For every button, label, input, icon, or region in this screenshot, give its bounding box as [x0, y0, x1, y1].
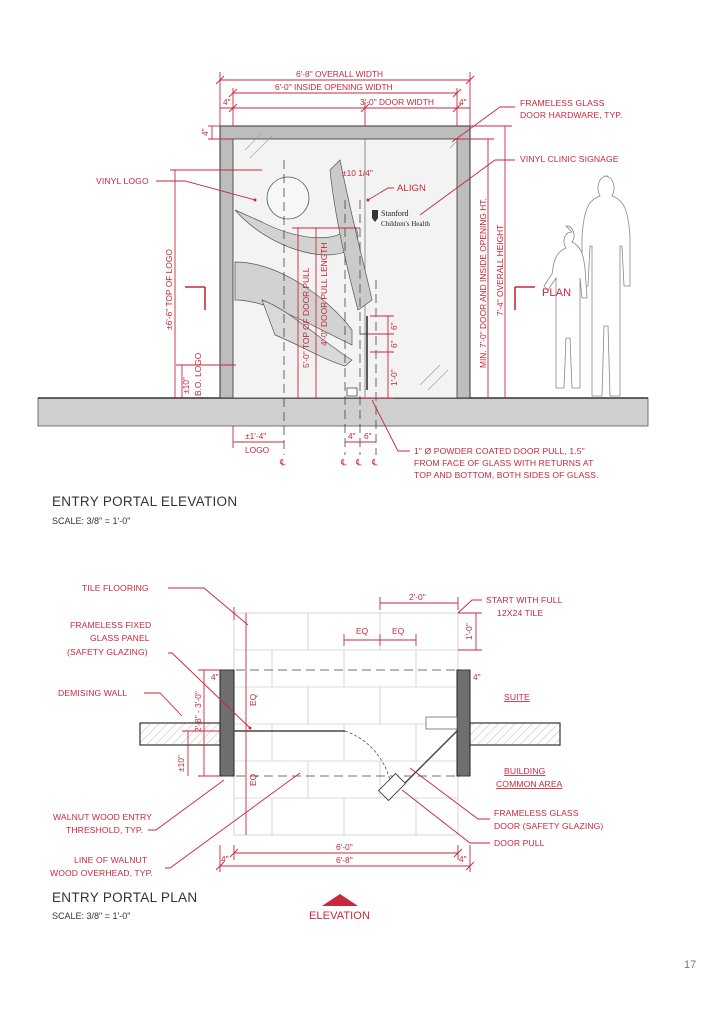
centerline-b: ℄	[340, 457, 347, 467]
plan-scale: SCALE: 3/8" = 1'-0"	[52, 911, 130, 921]
label-tile-flooring: TILE FLOORING	[82, 583, 149, 593]
plan-dim-stack: 2'-8" - 3'-0"	[193, 691, 203, 732]
dim-6-a: 6"	[389, 322, 399, 330]
centerline-c: ℄	[355, 457, 362, 467]
dim-4-d: 4"	[348, 431, 356, 441]
plan-dim-1ft: 1'-0"	[464, 623, 474, 640]
label-plan-marker: PLAN	[542, 287, 571, 299]
floor-slab	[37, 397, 649, 427]
label-glass-door-1: FRAMELESS GLASS	[494, 808, 579, 818]
label-fixed-panel-1: FRAMELESS FIXED	[70, 620, 151, 630]
right-dimensions	[362, 125, 512, 399]
dim-top-of-door-pull: 5'-0" TOP OF DOOR PULL	[301, 267, 311, 368]
top-dimensions	[208, 72, 475, 140]
elevation-marker-triangle	[322, 894, 358, 906]
label-building-2: COMMON AREA	[496, 779, 563, 789]
label-demising-wall: DEMISING WALL	[58, 688, 127, 698]
dim-plus-ten: ±10"	[181, 377, 191, 394]
bottom-dimensions	[232, 426, 376, 448]
dim-bo-logo: B.O. LOGO	[193, 352, 203, 396]
plan-dim-eq-d: EQ	[248, 773, 258, 786]
dim-4-a: 4"	[223, 97, 231, 107]
dim-door-width: 3'-0" DOOR WIDTH	[360, 97, 434, 107]
label-start-tile-1: START WITH FULL	[486, 595, 563, 605]
label-frameless-hardware-1: FRAMELESS GLASS	[520, 98, 605, 108]
label-fixed-panel-2: GLASS PANEL	[90, 633, 150, 643]
dim-6-b: 6"	[389, 340, 399, 348]
label-overhead-1: LINE OF WALNUT	[74, 855, 148, 865]
signage-line-1: Stanford	[381, 209, 409, 218]
plan-dim-4-d: 4"	[473, 672, 481, 682]
plan-dimensions	[182, 597, 482, 872]
label-door-pull-2: FROM FACE OF GLASS WITH RETURNS AT	[414, 458, 594, 468]
plan-dim-eq-a: EQ	[356, 626, 369, 636]
label-vinyl-logo: VINYL LOGO	[96, 176, 149, 186]
plan-dim-2ft: 2'-0"	[409, 592, 426, 602]
elevation-scale: SCALE: 3/8" = 1'-0"	[52, 516, 130, 526]
elevation-drawing: Stanford Children's Health	[37, 69, 649, 526]
dim-opening-height: MIN. 7'-0" DOOR AND INSIDE OPENING HT.	[478, 198, 488, 368]
plan-dim-4-c: 4"	[211, 672, 219, 682]
centerline-a: ℄	[279, 457, 286, 467]
dim-top-of-logo: ±6'-6" TOP OF LOGO	[164, 249, 174, 330]
clinic-signage: Stanford Children's Health	[372, 209, 430, 228]
plan-dim-6ft: 6'-0"	[336, 842, 353, 852]
plan-dim-eq-b: EQ	[392, 626, 405, 636]
label-frameless-hardware-2: DOOR HARDWARE, TYP.	[520, 110, 623, 120]
label-vinyl-signage: VINYL CLINIC SIGNAGE	[520, 154, 619, 164]
label-overhead-2: WOOD OVERHEAD, TYP.	[50, 868, 153, 878]
elevation-title: ENTRY PORTAL ELEVATION	[52, 494, 237, 509]
label-align: ALIGN	[397, 183, 426, 194]
label-threshold-1: WALNUT WOOD ENTRY	[53, 812, 152, 822]
jamb-left	[219, 669, 235, 777]
door-pull	[346, 316, 376, 397]
dim-6-c: 6"	[364, 431, 372, 441]
dim-inside-opening-width: 6'-0" INSIDE OPENING WIDTH	[275, 82, 393, 92]
page-number: 17	[684, 959, 696, 971]
dim-logo-offset: ±1'-4"	[245, 431, 266, 441]
jamb-right	[456, 669, 471, 777]
dim-logo: LOGO	[245, 445, 270, 455]
label-door-pull: DOOR PULL	[494, 838, 545, 848]
plan-dim-4-a: 4"	[221, 854, 229, 864]
label-building-1: BUILDING	[504, 766, 546, 776]
human-scale-figures	[543, 175, 631, 397]
vinyl-logo-graphic	[234, 159, 373, 367]
tile-grid	[233, 612, 459, 836]
plan-title: ENTRY PORTAL PLAN	[52, 890, 197, 905]
plan-dim-plus-ten: ±10"	[176, 755, 186, 772]
plan-dim-4-b: 4"	[459, 854, 467, 864]
section-cut-marker-left	[185, 286, 206, 310]
dim-align-offset: ±10 1/4"	[342, 168, 373, 178]
label-suite: SUITE	[504, 692, 530, 702]
section-cut-marker-right	[514, 286, 535, 310]
dim-1-ft: 1'-0"	[389, 369, 399, 386]
centerline-d: ℄	[371, 457, 378, 467]
label-threshold-2: THRESHOLD, TYP.	[66, 825, 143, 835]
door-swing	[344, 716, 458, 802]
glass-glare	[244, 132, 459, 391]
plan-dim-6-8: 6'-8"	[336, 855, 353, 865]
label-door-pull-3: TOP AND BOTTOM, BOTH SIDES OF GLASS.	[414, 470, 599, 480]
plan-dim-eq-c: EQ	[248, 693, 258, 706]
label-glass-door-2: DOOR (SAFETY GLAZING)	[494, 821, 603, 831]
dim-overall-width: 6'-8" OVERALL WIDTH	[296, 69, 383, 79]
dim-4-b: 4"	[459, 97, 467, 107]
demising-wall-left	[139, 722, 221, 746]
plan-leaders	[144, 587, 490, 869]
dim-door-pull-length: 4'-0" DOOR PULL LENGTH	[319, 243, 329, 346]
dim-overall-height: 7'-4" OVERALL HEIGHT	[495, 225, 505, 316]
plan-drawing: TILE FLOORING FRAMELESS FIXED GLASS PANE…	[50, 583, 603, 922]
label-door-pull-1: 1" Ø POWDER COATED DOOR PULL, 1.5"	[414, 446, 585, 456]
signage-line-2: Children's Health	[381, 220, 430, 228]
demising-wall-right	[469, 722, 561, 746]
label-fixed-panel-3: (SAFETY GLAZING)	[67, 647, 148, 657]
left-dimensions	[170, 169, 360, 398]
elevation-leaders	[156, 106, 515, 452]
label-start-tile-2: 12X24 TILE	[497, 608, 543, 618]
dim-4-c: 4"	[200, 128, 210, 136]
label-elevation-marker: ELEVATION	[309, 910, 370, 922]
